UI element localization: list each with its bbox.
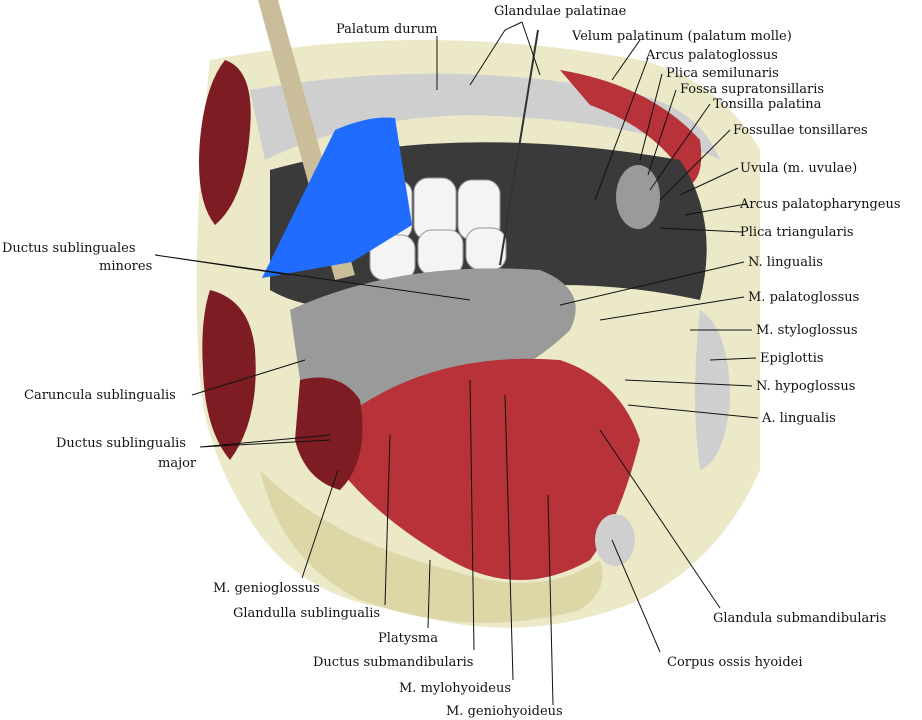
label-m-palatoglossus: M. palatoglossus — [748, 290, 859, 305]
label-caruncula-sublingualis: Caruncula sublingualis — [24, 388, 176, 403]
label-epiglottis: Epiglottis — [760, 351, 824, 366]
label-platysma: Platysma — [378, 631, 438, 646]
label-plica-triangularis: Plica triangularis — [740, 225, 854, 240]
label-ductus-sublingualis-major: Ductus sublingualis — [56, 436, 186, 451]
label-velum-palatinum: Velum palatinum (palatum molle) — [571, 29, 792, 44]
label-glandulae-palatinae: Glandulae palatinae — [494, 4, 627, 19]
label-fossa-supratonsillaris: Fossa supratonsillaris — [680, 82, 824, 97]
label-glandulla-sublingualis: Glandulla sublingualis — [233, 606, 380, 621]
epiglottis-shape — [695, 310, 730, 470]
label-ductus-sublinguales-minores: Ductus sublinguales — [2, 241, 136, 256]
label-fossullae-tonsillares: Fossullae tonsillares — [733, 123, 868, 138]
upper-lip-muscle — [199, 60, 251, 225]
soft-palate-muscle — [560, 70, 702, 185]
tonsil — [616, 165, 660, 229]
blue-overlay — [262, 117, 412, 278]
label-uvula: Uvula (m. uvulae) — [740, 161, 857, 176]
labels: Glandulae palatinae Palatum durum Velum … — [2, 4, 901, 719]
label-a-lingualis: A. lingualis — [761, 411, 836, 426]
label-ductus-sublinguales-minores-2: minores — [99, 259, 152, 274]
label-m-mylohyoideus: M. mylohyoideus — [399, 681, 511, 696]
leader-lines — [154, 21, 759, 706]
label-n-hypoglossus: N. hypoglossus — [756, 379, 855, 394]
mandible — [260, 470, 603, 623]
illustration — [196, 0, 760, 628]
label-m-geniohyoideus: M. geniohyoideus — [446, 704, 563, 719]
label-n-lingualis: N. lingualis — [748, 255, 823, 270]
needle — [499, 29, 539, 266]
label-glandula-submandibularis: Glandula submandibularis — [713, 611, 886, 626]
tongue-muscles — [340, 358, 640, 580]
label-arcus-palatopharyngeus: Arcus palatopharyngeus — [739, 197, 901, 212]
label-ductus-submandibularis: Ductus submandibularis — [313, 655, 473, 670]
genioglossus-muscle — [295, 377, 363, 490]
label-ductus-sublingualis-major-2: major — [158, 456, 197, 471]
lower-lip-muscle — [202, 290, 256, 460]
label-m-styloglossus: M. styloglossus — [756, 323, 858, 338]
label-plica-semilunaris: Plica semilunaris — [666, 66, 779, 81]
hyoid — [595, 514, 635, 566]
label-m-genioglossus: M. genioglossus — [213, 581, 320, 596]
label-arcus-palatoglossus: Arcus palatoglossus — [645, 48, 778, 63]
label-palatum-durum: Palatum durum — [336, 22, 438, 37]
label-corpus-ossis-hyoidei: Corpus ossis hyoidei — [667, 655, 803, 670]
label-tonsilla-palatina: Tonsilla palatina — [713, 97, 822, 112]
